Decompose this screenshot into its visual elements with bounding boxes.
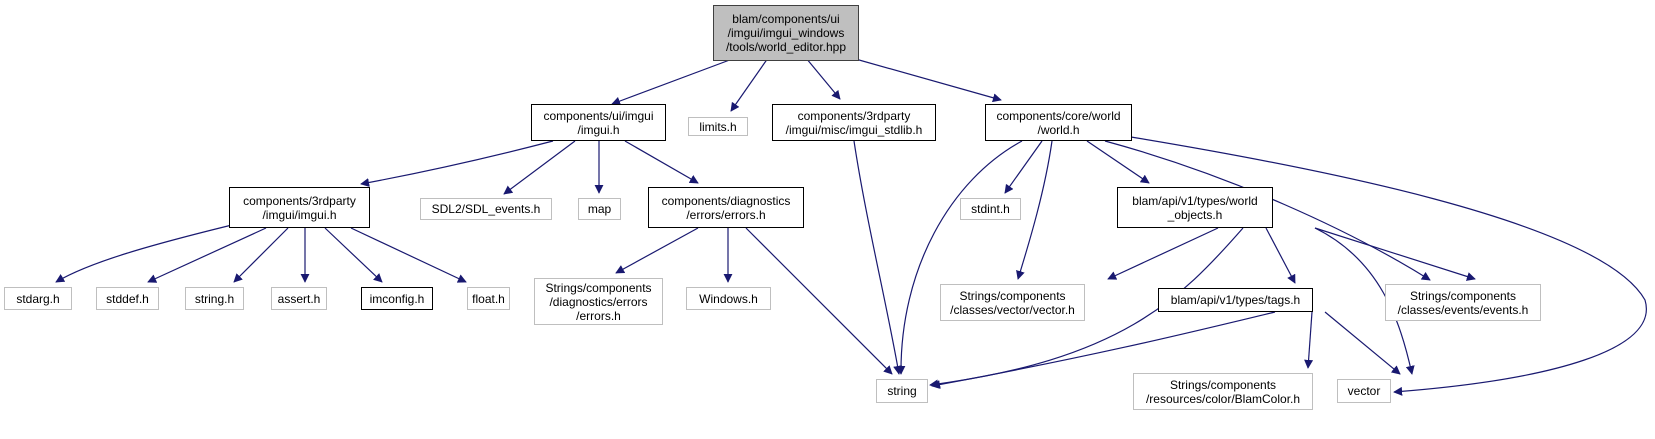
node-limits: limits.h [688,117,748,136]
edge-imgui_stdlib-to-string [853,140,903,375]
edge-root-to-imgui_stdlib [805,57,841,100]
node-stddef: stddef.h [96,287,159,310]
node-str-vector: Strings/components /classes/vector/vecto… [940,284,1085,321]
edge-world-to-world_objects [1086,140,1150,184]
node-windows: Windows.h [686,287,771,310]
edge-tags-to-vector [1324,311,1401,375]
node-world[interactable]: components/core/world /world.h [985,104,1132,141]
node-imgui-stdlib[interactable]: components/3rdparty /imgui/misc/imgui_st… [772,104,936,141]
node-float: float.h [467,287,510,310]
node-assert: assert.h [271,287,327,310]
node-sdl-events: SDL2/SDL_events.h [420,198,552,220]
node-map: map [578,198,621,220]
node-tags[interactable]: blam/api/v1/types/tags.h [1158,288,1313,312]
edge-world-to-vector [1130,136,1647,396]
edge-world-to-str_events [1104,140,1431,281]
node-root[interactable]: blam/components/ui /imgui/imgui_windows … [713,5,859,61]
edge-errors-to-str_errors [615,227,699,274]
node-ui-imgui[interactable]: components/ui/imgui /imgui.h [531,104,666,141]
node-str-errors: Strings/components /diagnostics/errors /… [534,278,663,325]
edge-ui_imgui-to-tp_imgui [360,140,554,187]
edge-tp_imgui-to-imconfig [324,227,383,283]
node-stdarg: stdarg.h [4,287,72,310]
edge-world_objects-to-vector [1314,227,1415,375]
node-errors[interactable]: components/diagnostics /errors/errors.h [648,187,804,228]
edge-tags-to-string [931,311,1276,389]
node-string: string [876,379,928,403]
node-blamcolor: Strings/components /resources/color/Blam… [1133,373,1313,410]
edge-tp_imgui-to-stdarg [55,223,237,283]
node-str-events: Strings/components /classes/events/event… [1385,284,1541,321]
edge-tags-to-blamcolor [1304,311,1314,369]
edge-root-to-world [851,57,1002,103]
edge-tp_imgui-to-float [350,227,467,283]
node-imconfig[interactable]: imconfig.h [361,287,433,310]
edge-world-to-string [896,140,1023,375]
edge-world_objects-to-tags [1265,227,1296,284]
edge-tp_imgui-to-stddef [147,227,267,283]
edge-world-to-str_vector [1016,140,1053,280]
edge-root-to-ui_imgui [611,57,736,106]
edge-world-to-stdint [1004,140,1043,194]
node-string-h: string.h [185,287,244,310]
node-world-objects[interactable]: blam/api/v1/types/world _objects.h [1117,187,1273,228]
edge-errors-to-string [745,227,893,375]
node-tp-imgui[interactable]: components/3rdparty /imgui/imgui.h [229,187,370,228]
edge-ui_imgui-to-sdl_events [503,140,576,195]
edge-tp_imgui-to-string_h [233,227,289,283]
edge-ui_imgui-to-errors [624,140,699,184]
node-stdint: stdint.h [960,198,1021,220]
edge-world_objects-to-str_vector [1107,227,1219,280]
node-vector: vector [1337,379,1391,403]
edge-root-to-limits [730,57,769,112]
edge-world_objects-to-str_events [1314,227,1476,281]
